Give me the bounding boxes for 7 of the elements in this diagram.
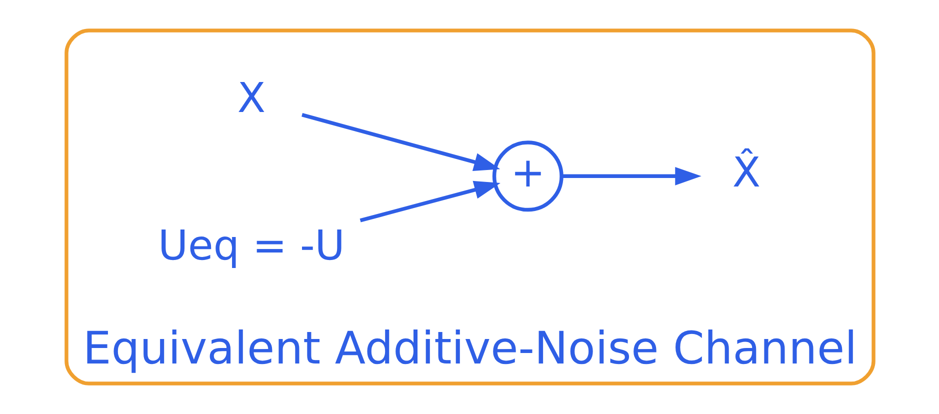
node-text: Ueq = -U bbox=[157, 221, 344, 270]
arrow bbox=[562, 167, 701, 186]
node-circle: + bbox=[492, 140, 563, 212]
arrow bbox=[359, 180, 500, 222]
node-text: X bbox=[236, 74, 265, 122]
node-text: X̂ bbox=[732, 148, 760, 197]
arrow bbox=[301, 113, 500, 172]
